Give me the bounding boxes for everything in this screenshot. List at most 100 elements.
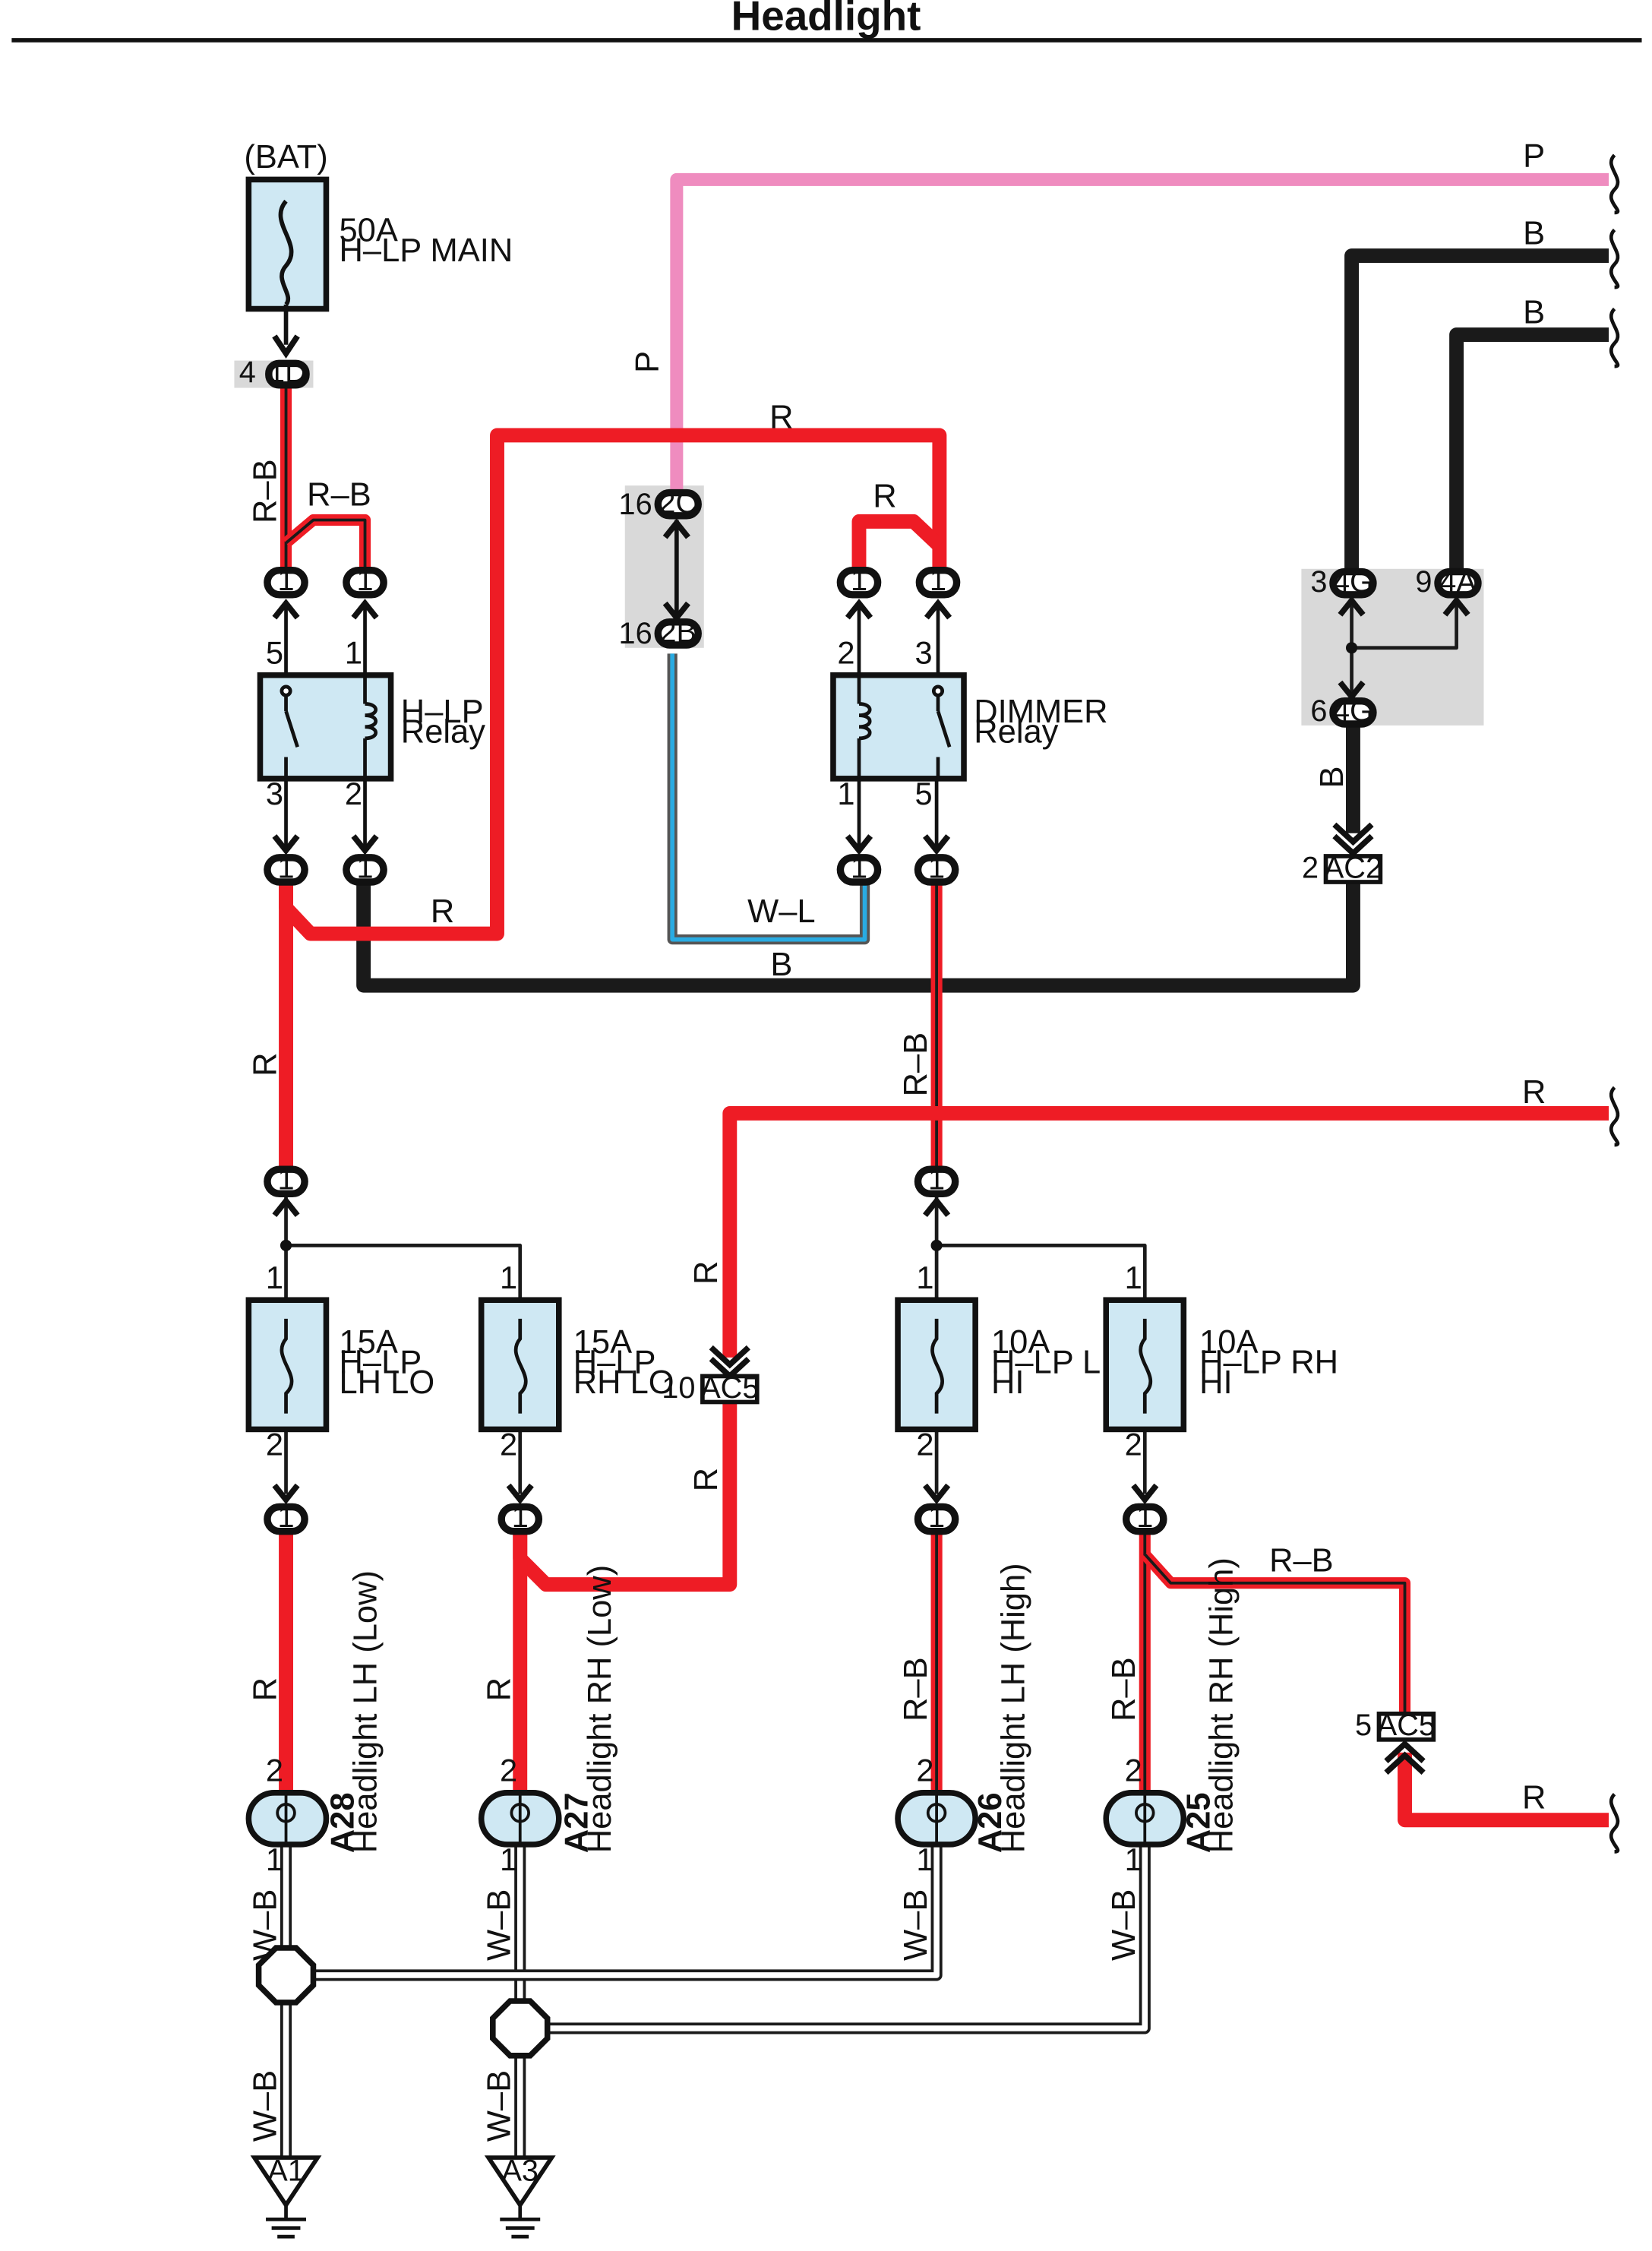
- svg-text:2: 2: [500, 1426, 517, 1462]
- wire-bus-left-h: [286, 1244, 523, 1301]
- wire-label-r-ac5-in: R: [688, 1261, 725, 1285]
- main-fuse-rating: 50A: [339, 213, 397, 249]
- relay-pill-connectors: 1 1 1 1 1 1 1 1 1 1 1 1 1 1: [264, 564, 1167, 1535]
- wire-r-dimmer: [851, 514, 945, 582]
- fuse-lh-hi: 1 2 10A H–LP LH HI: [895, 1260, 1125, 1462]
- svg-text:2: 2: [916, 1753, 933, 1788]
- headlight-a28-code: A28: [324, 1792, 361, 1853]
- hlp-pin-2: 2: [345, 776, 362, 811]
- arrow-up-icon: [272, 1196, 300, 1218]
- wire-label-rb-coil: R–B: [307, 477, 371, 514]
- wire-label-b-return: B: [770, 947, 792, 983]
- fuse-lh-hi-rating: 10A: [991, 1324, 1050, 1361]
- svg-text:1: 1: [1125, 1842, 1142, 1877]
- diagram-title: Headlight: [731, 0, 921, 40]
- wire-label-b-1: B: [1523, 215, 1545, 251]
- fuse-rh-lo-line2: RH LO: [573, 1364, 674, 1401]
- wire-r-ac5-right-out: [1398, 1752, 1609, 1828]
- connector-4g-bot: [1329, 697, 1377, 728]
- svg-text:1: 1: [928, 1500, 945, 1534]
- fuse-lh-hi-line1: H–LP LH: [991, 1345, 1125, 1381]
- wire-label-r-left: R: [247, 1052, 283, 1076]
- connector-ac5-mid-pin: 10: [662, 1371, 695, 1405]
- fuse-icon: [280, 1318, 294, 1414]
- hlp-pin-5: 5: [266, 635, 283, 671]
- fuse-rh-lo-line1: H–LP: [573, 1345, 656, 1381]
- wire-b-return: [356, 868, 1360, 993]
- wire-label-wb-2: W–B: [482, 1889, 518, 1961]
- svg-text:1: 1: [1136, 1500, 1153, 1534]
- connector-ac5-right-pin: 5: [1355, 1709, 1372, 1742]
- connector-4a-pin: 9: [1415, 565, 1432, 599]
- connector-4g-bot-id: 4G: [1333, 694, 1373, 728]
- headlight-a28: 2 1 A28 Headlight LH (Low): [245, 1570, 384, 1877]
- splice-point: [930, 1239, 943, 1251]
- fuse-rh-lo: 1 2 15A H–LP RH LO: [478, 1260, 674, 1462]
- svg-text:1: 1: [266, 1260, 283, 1295]
- connector-2b-id: 2B: [659, 615, 696, 649]
- headlight-a28-name: Headlight LH (Low): [348, 1570, 384, 1853]
- wire-label-r-a27: R: [482, 1677, 518, 1701]
- arrow-up-icon: [923, 1196, 951, 1218]
- bulb-icon: [276, 1803, 296, 1823]
- connector-4g-bot-pin: 6: [1310, 694, 1327, 728]
- fuse-rh-lo-rating: 15A: [573, 1324, 632, 1361]
- svg-text:1: 1: [851, 851, 867, 884]
- dimmer-pin-5: 5: [915, 776, 933, 811]
- hlp-relay-label: H–LP: [401, 694, 484, 730]
- wire-label-p-vertical: P: [629, 351, 665, 373]
- svg-text:1: 1: [277, 1500, 294, 1534]
- arrow-up-icon: [1338, 596, 1366, 617]
- ground-splice-1: [255, 1945, 317, 2006]
- hlp-relay-coil-icon: [363, 675, 377, 779]
- connector-2b-pin: 16: [619, 617, 652, 650]
- svg-text:1: 1: [356, 851, 373, 884]
- arrow-up-icon: [662, 518, 690, 539]
- fuse-lh-hi-line2: HI: [991, 1364, 1025, 1401]
- wire-b-top: [1344, 248, 1609, 582]
- wire-label-r-dimmer: R: [873, 478, 896, 514]
- svg-text:1: 1: [928, 851, 945, 884]
- hlp-pin-1: 1: [345, 635, 362, 671]
- wire-wb-grounds: [280, 1842, 1151, 2158]
- svg-text:1: 1: [500, 1842, 517, 1877]
- fuse-rh-hi: 1 2 10A H–LP RH HI: [1103, 1260, 1338, 1462]
- svg-text:1: 1: [266, 1842, 283, 1877]
- dimmer-pin-2: 2: [837, 635, 854, 671]
- bat-label: (BAT): [244, 139, 327, 175]
- ground-a3-label: A3: [501, 2154, 539, 2187]
- headlight-a26-code: A26: [972, 1792, 1009, 1853]
- bulb-icon: [510, 1803, 530, 1823]
- wire-label-r-right: R: [1522, 1074, 1546, 1111]
- connector-2c-id: 2C: [659, 486, 697, 520]
- wire-rb-ac5-right: [1140, 1550, 1411, 1712]
- headlight-a27-name: Headlight RH (Low): [582, 1565, 618, 1853]
- ground-splice-2: [490, 1998, 551, 2059]
- svg-text:1: 1: [500, 1260, 517, 1295]
- wire-wl-inner: [670, 653, 867, 942]
- wire-label-r-top: R: [769, 399, 793, 435]
- headlight-a27-code: A27: [559, 1792, 595, 1853]
- headlight-a25: 2 1 A25 Headlight RH (High): [1103, 1557, 1240, 1877]
- wire-label-rb-dimmer: R–B: [898, 1032, 934, 1097]
- svg-text:1: 1: [356, 564, 373, 597]
- fuse-lh-lo-line1: H–LP: [339, 1345, 422, 1381]
- arrow-down-icon: [272, 1483, 300, 1505]
- wire-label-b-2: B: [1523, 294, 1545, 330]
- connector-4a-id: 4A: [1439, 565, 1477, 599]
- svg-text:2: 2: [500, 1753, 517, 1788]
- connector-ac5-right-chevron-icon: [1384, 1740, 1426, 1775]
- svg-text:2: 2: [266, 1426, 283, 1462]
- connector-1d-id: 1D: [268, 356, 307, 389]
- arrow-down-icon: [1131, 1483, 1159, 1505]
- arrow-down-icon: [923, 1483, 951, 1505]
- wires: [279, 172, 1609, 2158]
- wire-label-r-ac5-right: R: [1522, 1780, 1546, 1816]
- connector-ac2-chevron-icon: [1332, 822, 1374, 858]
- dimmer-relay-coil-icon: [857, 675, 872, 779]
- wire-label-b-4g: B: [1314, 766, 1350, 788]
- wire-label-wb-3: W–B: [898, 1889, 934, 1961]
- svg-text:1: 1: [916, 1842, 933, 1877]
- dimmer-relay-label: DIMMER: [974, 694, 1107, 730]
- wire-label-r-loop: R: [431, 893, 454, 930]
